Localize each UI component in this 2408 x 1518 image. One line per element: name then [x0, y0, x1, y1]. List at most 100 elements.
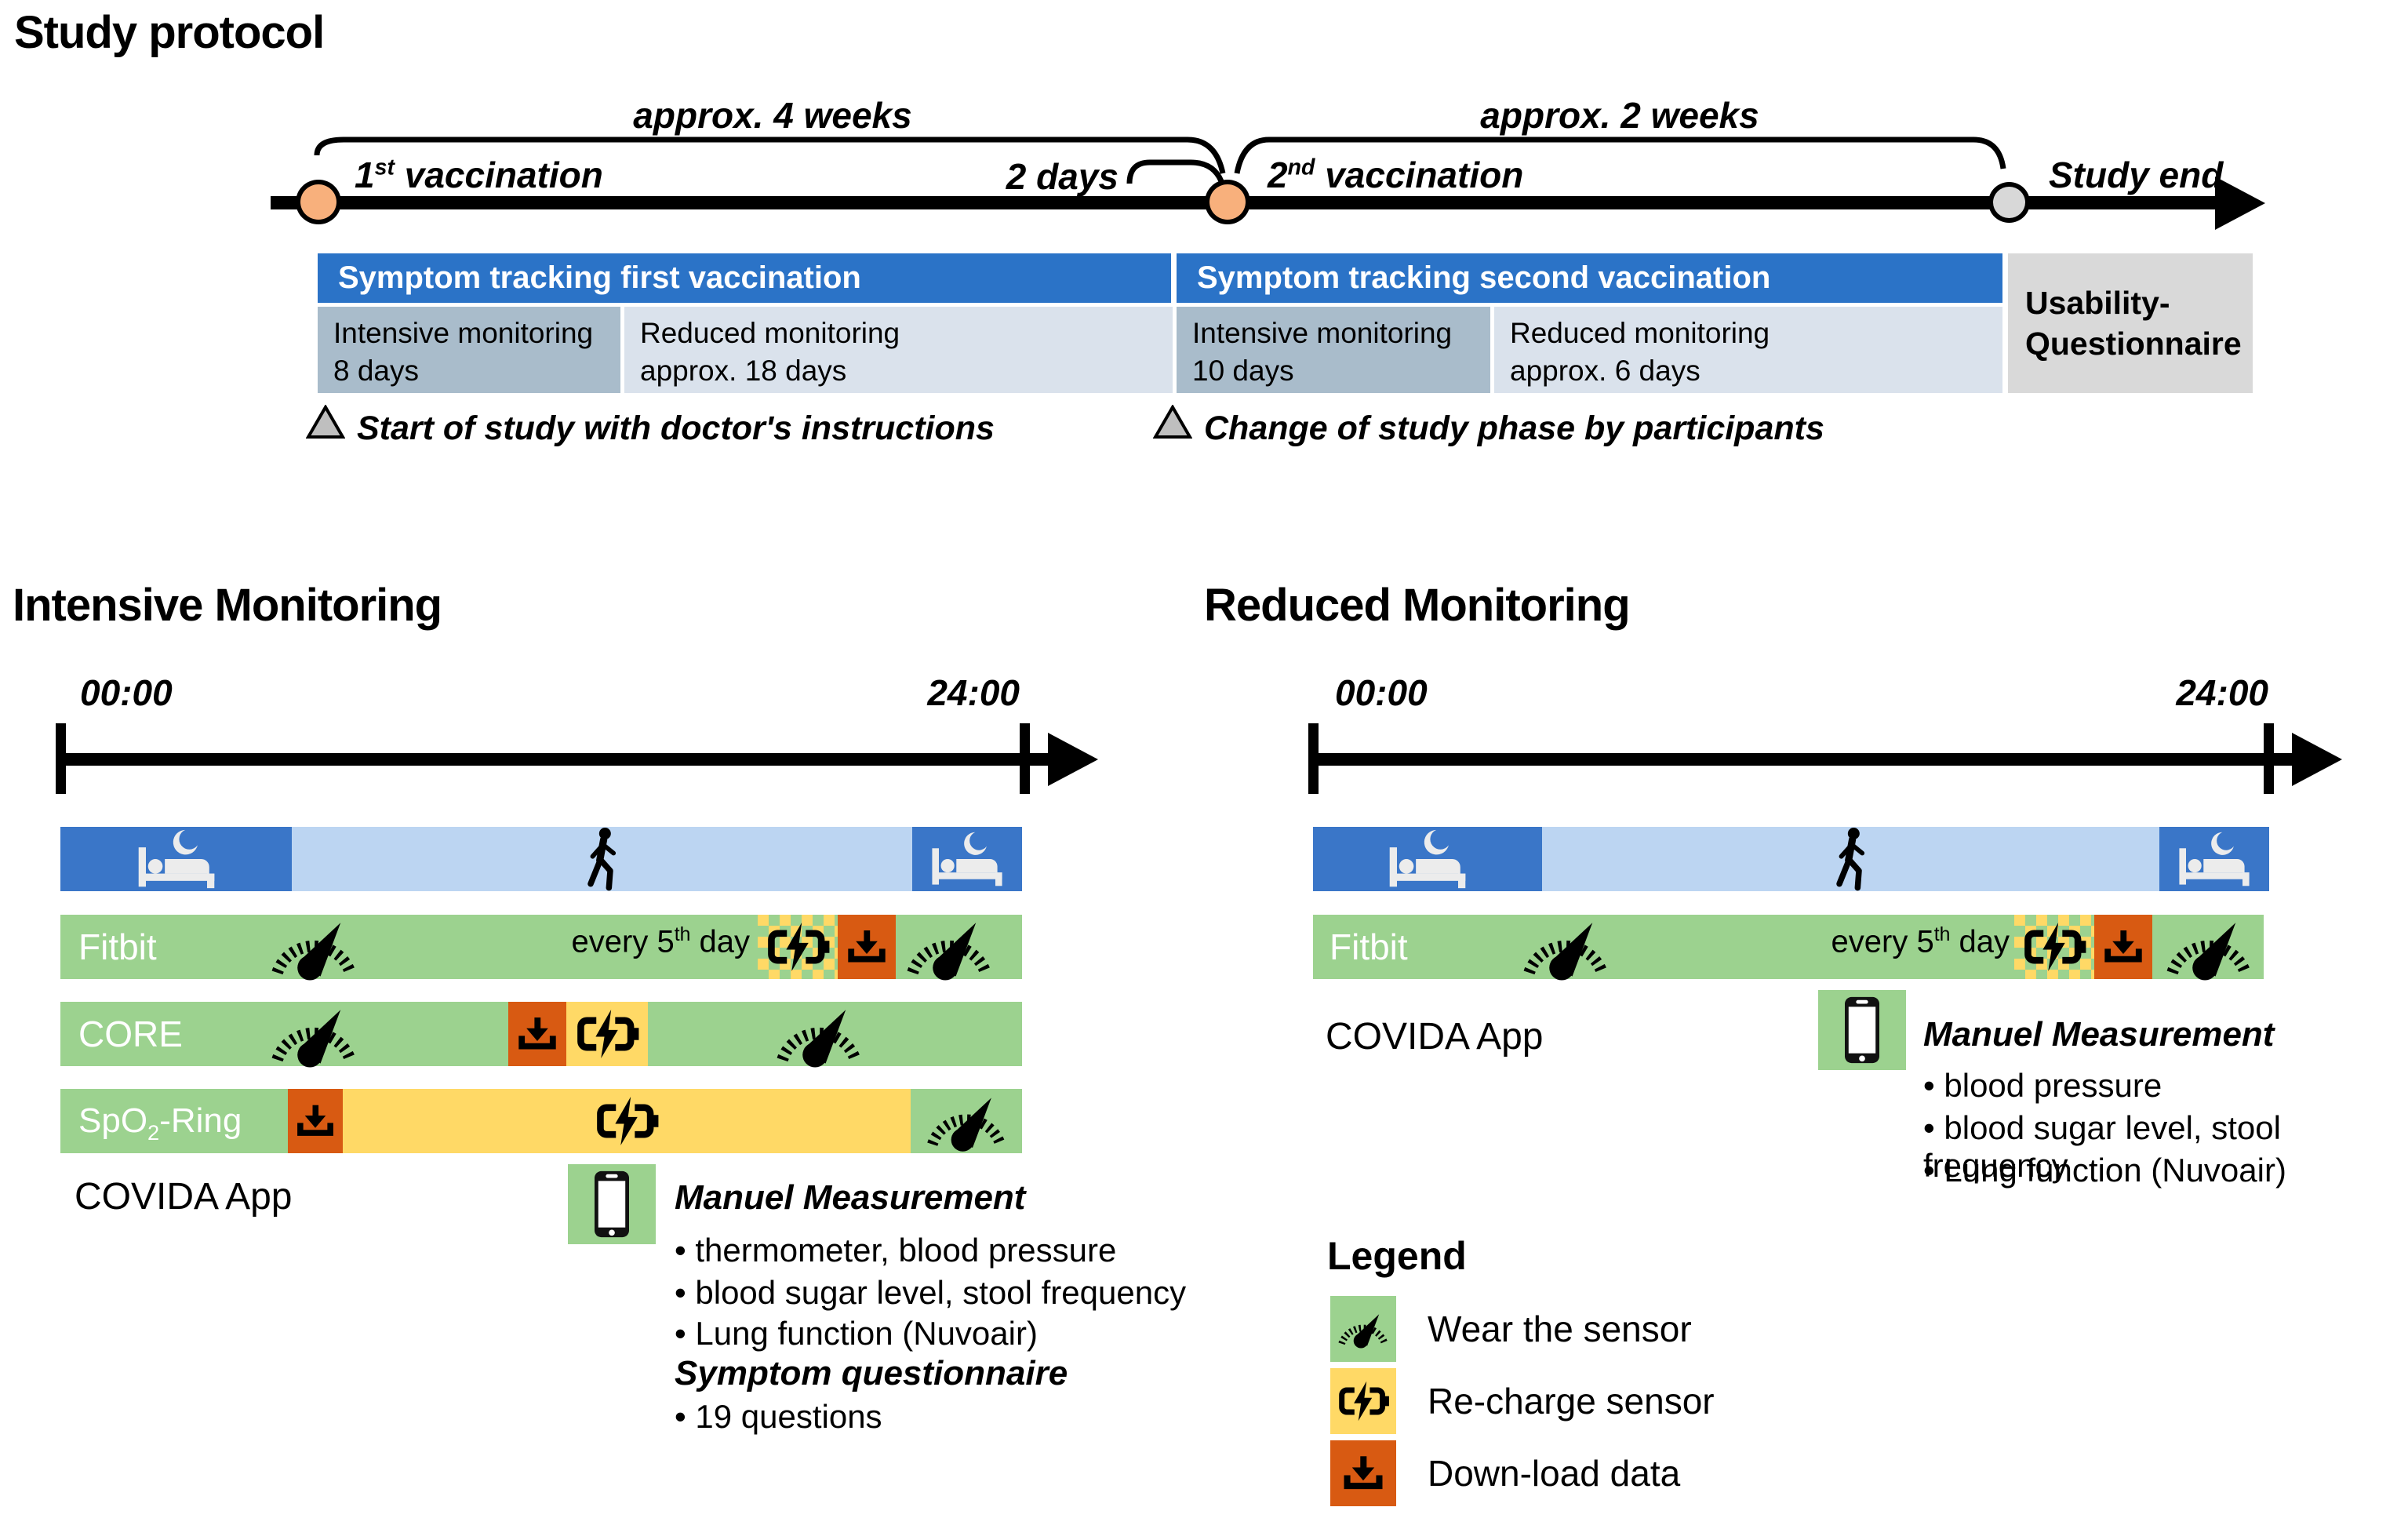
intensive-manual-measurement-title: Manuel Measurement — [675, 1178, 1026, 1217]
spo2-rest: -Ring — [159, 1101, 242, 1140]
label-second-vaccination-sup: nd — [1287, 155, 1315, 180]
label-2-days: 2 days — [1006, 156, 1119, 197]
intensive-covida-app-label: COVIDA App — [75, 1176, 293, 1218]
intensive-spo2-label: SpO2-Ring — [78, 1089, 242, 1165]
intensive-symptom-questionnaire-title: Symptom questionnaire — [675, 1354, 1068, 1392]
reduced-fitbit-recharge-segment — [2014, 915, 2094, 979]
legend-download-swatch — [1330, 1440, 1396, 1506]
reduced-awake-segment — [1542, 827, 2159, 891]
reduced-axis-start-label: 00:00 — [1335, 672, 1428, 713]
intensive-manual-bullet-2: • blood sugar level, stool frequency — [675, 1274, 1187, 1311]
battery-charge-icon — [764, 923, 831, 971]
phase-box-intensive-1-line1: Intensive monitoring — [333, 317, 594, 349]
reduced-axis-line — [1313, 753, 2295, 766]
intensive-axis-arrowhead — [1048, 733, 1098, 786]
walking-person-icon — [1831, 826, 1871, 892]
reduced-sleep-segment-left — [1313, 827, 1542, 891]
phase-box-intensive-1: Intensive monitoring 8 days — [318, 307, 620, 393]
intensive-every-5th-day: every 5th day — [541, 924, 750, 959]
bed-icon — [926, 831, 1008, 887]
usability-line1: Usability- — [2025, 285, 2170, 321]
legend-wear-swatch — [1330, 1296, 1396, 1362]
reduced-fitbit-label: Fitbit — [1329, 926, 1408, 967]
reduced-covida-app-label: COVIDA App — [1326, 1016, 1544, 1058]
intensive-core-label: CORE — [78, 1014, 183, 1054]
intensive-core-recharge-segment — [566, 1002, 648, 1066]
label-first-vaccination-num: 1 — [355, 155, 375, 195]
symptom-tracking-first-bar: Symptom tracking first vaccination — [318, 253, 1171, 303]
label-second-vaccination: 2nd vaccination — [1268, 154, 1523, 196]
intensive-axis-tick-start — [56, 723, 66, 794]
intensive-spo2-row-label-segment — [60, 1089, 288, 1153]
intensive-monitoring-title: Intensive Monitoring — [13, 580, 442, 631]
legend-wear-label: Wear the sensor — [1428, 1309, 1692, 1349]
battery-charge-icon — [2021, 923, 2088, 971]
every-pre: every 5 — [1831, 924, 1934, 959]
every-sup: th — [674, 924, 691, 945]
reduced-monitoring-title: Reduced Monitoring — [1204, 580, 1631, 631]
intensive-spo2-wear-segment — [911, 1089, 1022, 1153]
every-post: day — [690, 924, 751, 959]
reduced-manual-bullet-1: • blood pressure — [1923, 1067, 2162, 1104]
reduced-axis-tick-start — [1308, 723, 1319, 794]
spo2-sub: 2 — [147, 1119, 160, 1145]
usability-questionnaire-box: Usability- Questionnaire — [2008, 253, 2253, 393]
intensive-axis-end-label: 24:00 — [927, 672, 1020, 713]
label-approx-2-weeks: approx. 2 weeks — [1480, 95, 1759, 136]
walking-person-icon — [583, 826, 622, 892]
timeline-brackets — [314, 137, 2006, 184]
event-dot-first-vaccination — [296, 180, 341, 224]
reduced-axis-end-label: 24:00 — [2176, 672, 2268, 713]
intensive-fitbit-download-segment — [838, 915, 896, 979]
gauge-icon — [920, 1089, 1013, 1153]
symptom-tracking-second-bar: Symptom tracking second vaccination — [1177, 253, 2002, 303]
event-dot-second-vaccination — [1205, 180, 1250, 224]
reduced-every-5th-day: every 5th day — [1801, 924, 2010, 959]
label-second-vaccination-rest: vaccination — [1315, 155, 1524, 195]
legend-recharge-label: Re-charge sensor — [1428, 1381, 1715, 1422]
intensive-spo2-recharge-segment — [343, 1089, 911, 1153]
legend-recharge-swatch — [1330, 1368, 1396, 1434]
label-first-vaccination: 1st vaccination — [355, 154, 603, 196]
phase-box-intensive-1-line2: 8 days — [333, 355, 420, 387]
intensive-axis-tick-end — [1020, 723, 1030, 794]
reduced-manual-bullet-3: • Lung function (Nuvoair) — [1923, 1152, 2286, 1189]
phase-box-reduced-1-line2: approx. 18 days — [640, 355, 847, 387]
intensive-sleep-segment-right — [912, 827, 1022, 891]
study-timeline-arrowhead — [2215, 177, 2265, 230]
gauge-icon — [899, 913, 999, 982]
download-icon — [293, 1101, 338, 1141]
phase-box-intensive-2-line1: Intensive monitoring — [1192, 317, 1453, 349]
reduced-sleep-segment-right — [2159, 827, 2269, 891]
battery-charge-icon — [593, 1097, 660, 1145]
study-protocol-title: Study protocol — [14, 7, 325, 58]
download-icon — [1339, 1452, 1388, 1494]
every-sup: th — [1933, 924, 1951, 945]
intensive-manual-bullet-3: • Lung function (Nuvoair) — [675, 1315, 1038, 1352]
download-icon — [843, 926, 890, 967]
bed-icon — [133, 828, 220, 890]
bracket-4-weeks — [314, 137, 1226, 174]
usability-line2: Questionnaire — [2025, 326, 2242, 362]
bracket-2-weeks — [1234, 137, 2006, 174]
label-approx-4-weeks: approx. 4 weeks — [633, 95, 912, 136]
intensive-phone-box — [568, 1164, 656, 1244]
phase-box-reduced-2-line1: Reduced monitoring — [1510, 317, 1770, 349]
download-icon — [514, 1014, 561, 1054]
note-change-of-phase: Change of study phase by participants — [1204, 410, 1824, 447]
reduced-manual-bullet-2: • blood sugar level, stool frequency — [1923, 1109, 2281, 1184]
gauge-icon — [264, 913, 364, 982]
triangle-marker-icon — [306, 405, 345, 439]
gauge-icon — [769, 1000, 869, 1069]
intensive-core-download-segment — [508, 1002, 566, 1066]
phase-box-intensive-2: Intensive monitoring 10 days — [1177, 307, 1490, 393]
intensive-awake-segment — [292, 827, 912, 891]
legend-download-label: Down-load data — [1428, 1453, 1681, 1494]
intensive-manual-bullet-1: • thermometer, blood pressure — [675, 1232, 1117, 1269]
label-second-vaccination-num: 2 — [1268, 155, 1288, 195]
intensive-sleep-segment-left — [60, 827, 292, 891]
phase-box-reduced-2: Reduced monitoring approx. 6 days — [1494, 307, 2002, 393]
bed-icon — [2173, 831, 2255, 887]
intensive-questionnaire-bullet: • 19 questions — [675, 1398, 882, 1435]
reduced-axis-tick-end — [2264, 723, 2274, 794]
